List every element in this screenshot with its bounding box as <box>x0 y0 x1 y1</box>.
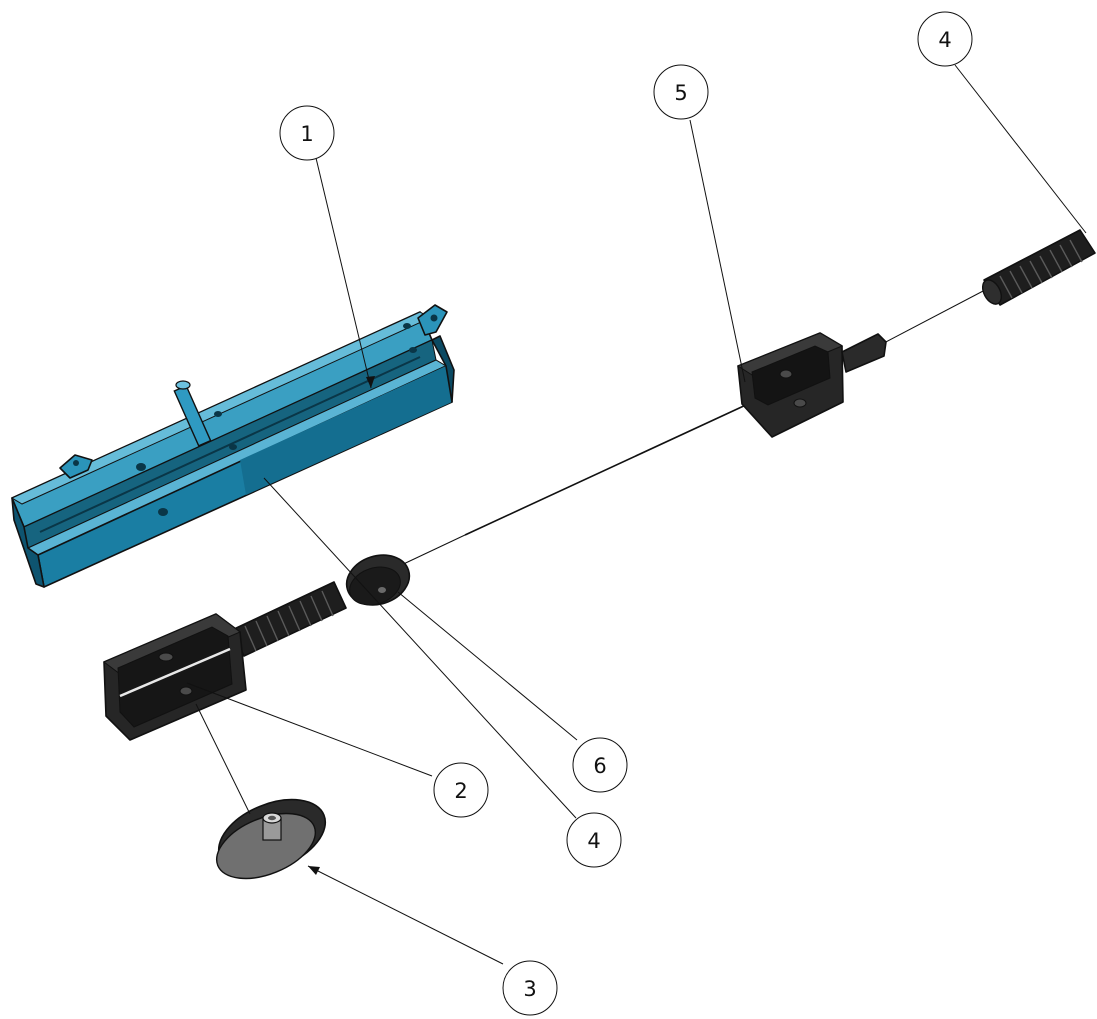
threaded-screw-middle <box>231 581 347 657</box>
leader-3 <box>307 865 504 965</box>
balloon-3: 3 <box>502 960 558 1016</box>
rail-pin-top <box>175 380 191 390</box>
left-block-hole-front <box>179 686 193 696</box>
left-block-cavity <box>117 626 233 728</box>
rail-end-cap <box>11 497 45 588</box>
small-pulley-face <box>349 566 401 606</box>
rail-housing-part <box>10 304 455 588</box>
balloon-2-label: 2 <box>454 779 467 803</box>
balloon-3-label: 3 <box>523 977 536 1001</box>
balloon-4-top-label: 4 <box>938 28 951 52</box>
leader-lines <box>186 64 1087 965</box>
balloon-5: 5 <box>653 64 709 120</box>
balloon-6-label: 6 <box>593 754 606 778</box>
balloon-1: 1 <box>279 105 335 161</box>
assembly-line-screw-to-block <box>879 289 986 346</box>
balloon-5-label: 5 <box>674 81 687 105</box>
left-block-slot <box>119 647 231 698</box>
balloon-4-middle-label: 4 <box>587 829 600 853</box>
rail-front-lip <box>26 359 448 556</box>
large-pulley-bore <box>268 815 276 821</box>
assembly-line-main-shaft <box>464 403 749 536</box>
rail-hole-2 <box>409 347 417 353</box>
large-pulley-part <box>215 798 327 880</box>
screw-mid-body <box>231 581 347 657</box>
rail-left-tab-hole <box>73 460 79 466</box>
screw-top-threads <box>999 239 1083 299</box>
leader-2-extension <box>195 703 251 815</box>
balloon-6: 6 <box>572 737 628 793</box>
large-pulley-face <box>215 812 317 880</box>
threaded-screw-top <box>981 229 1096 306</box>
leader-4-top <box>954 64 1087 234</box>
left-block-hole-top <box>158 652 174 662</box>
balloon-4-middle: 4 <box>566 812 622 868</box>
rail-slot <box>39 356 421 533</box>
right-block-part <box>736 332 887 438</box>
leader-2 <box>186 682 433 777</box>
screw-mid-threads <box>244 590 334 652</box>
leader-5 <box>689 119 746 383</box>
rail-hole-1 <box>403 323 411 329</box>
right-block-hole-top <box>779 369 793 379</box>
right-block-shaft <box>841 333 887 373</box>
rail-hole-5 <box>136 463 146 471</box>
rail-right-end <box>431 335 455 403</box>
right-block-hole-front <box>793 398 807 408</box>
small-pulley-hub <box>378 587 386 593</box>
left-block-part <box>103 613 247 741</box>
rail-hole-3 <box>214 411 222 417</box>
rail-front-shade <box>240 366 452 495</box>
leader-3-arrow <box>308 866 320 875</box>
leader-6 <box>397 591 578 741</box>
rail-hole-4 <box>229 444 237 450</box>
leader-1-arrow <box>366 376 375 388</box>
small-pulley-part <box>345 554 411 606</box>
balloon-2: 2 <box>433 762 489 818</box>
screw-top-end <box>981 279 1003 305</box>
balloon-1-label: 1 <box>300 122 313 146</box>
assembly-line-pulley-to-block <box>394 534 466 569</box>
rail-hole-6 <box>158 508 168 516</box>
balloon-4-top: 4 <box>917 11 973 67</box>
assembly-path-lines <box>394 289 986 569</box>
leader-4-middle <box>263 477 577 819</box>
leader-1 <box>315 157 372 389</box>
rail-right-tab-hole <box>430 314 438 322</box>
rail-left-tab <box>59 454 93 479</box>
